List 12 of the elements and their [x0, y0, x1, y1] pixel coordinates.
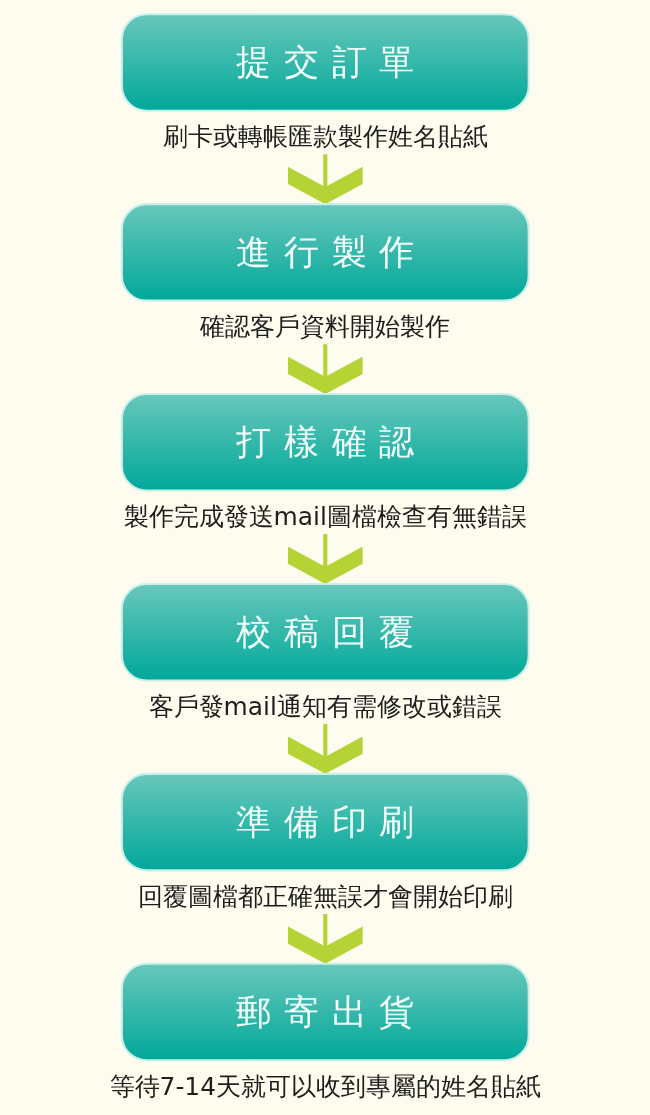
node-label: 等待7-14天就可以收到專屬的姓名貼紙 — [109, 1071, 541, 1101]
node-label: 客戶發mail通知有需修改或錯誤 — [148, 691, 502, 721]
node-box: 校稿回覆 — [120, 582, 530, 682]
node-label: 刷卡或轉帳匯款製作姓名貼紙 — [162, 122, 488, 151]
node-label: 回覆圖檔都正確無誤才會開始印刷 — [137, 881, 513, 911]
node-box: 進行製作 — [120, 203, 530, 302]
node-box: 準備印刷 — [120, 772, 530, 872]
node-box: 郵寄出貨 — [120, 962, 530, 1062]
node-box: 打樣確認 — [120, 393, 530, 492]
node-label: 確認客戶資料開始製作 — [200, 311, 450, 341]
node-box: 提交訂單 — [120, 13, 530, 112]
node-label: 製作完成發送mail圖檔檢查有無錯誤 — [123, 501, 527, 531]
